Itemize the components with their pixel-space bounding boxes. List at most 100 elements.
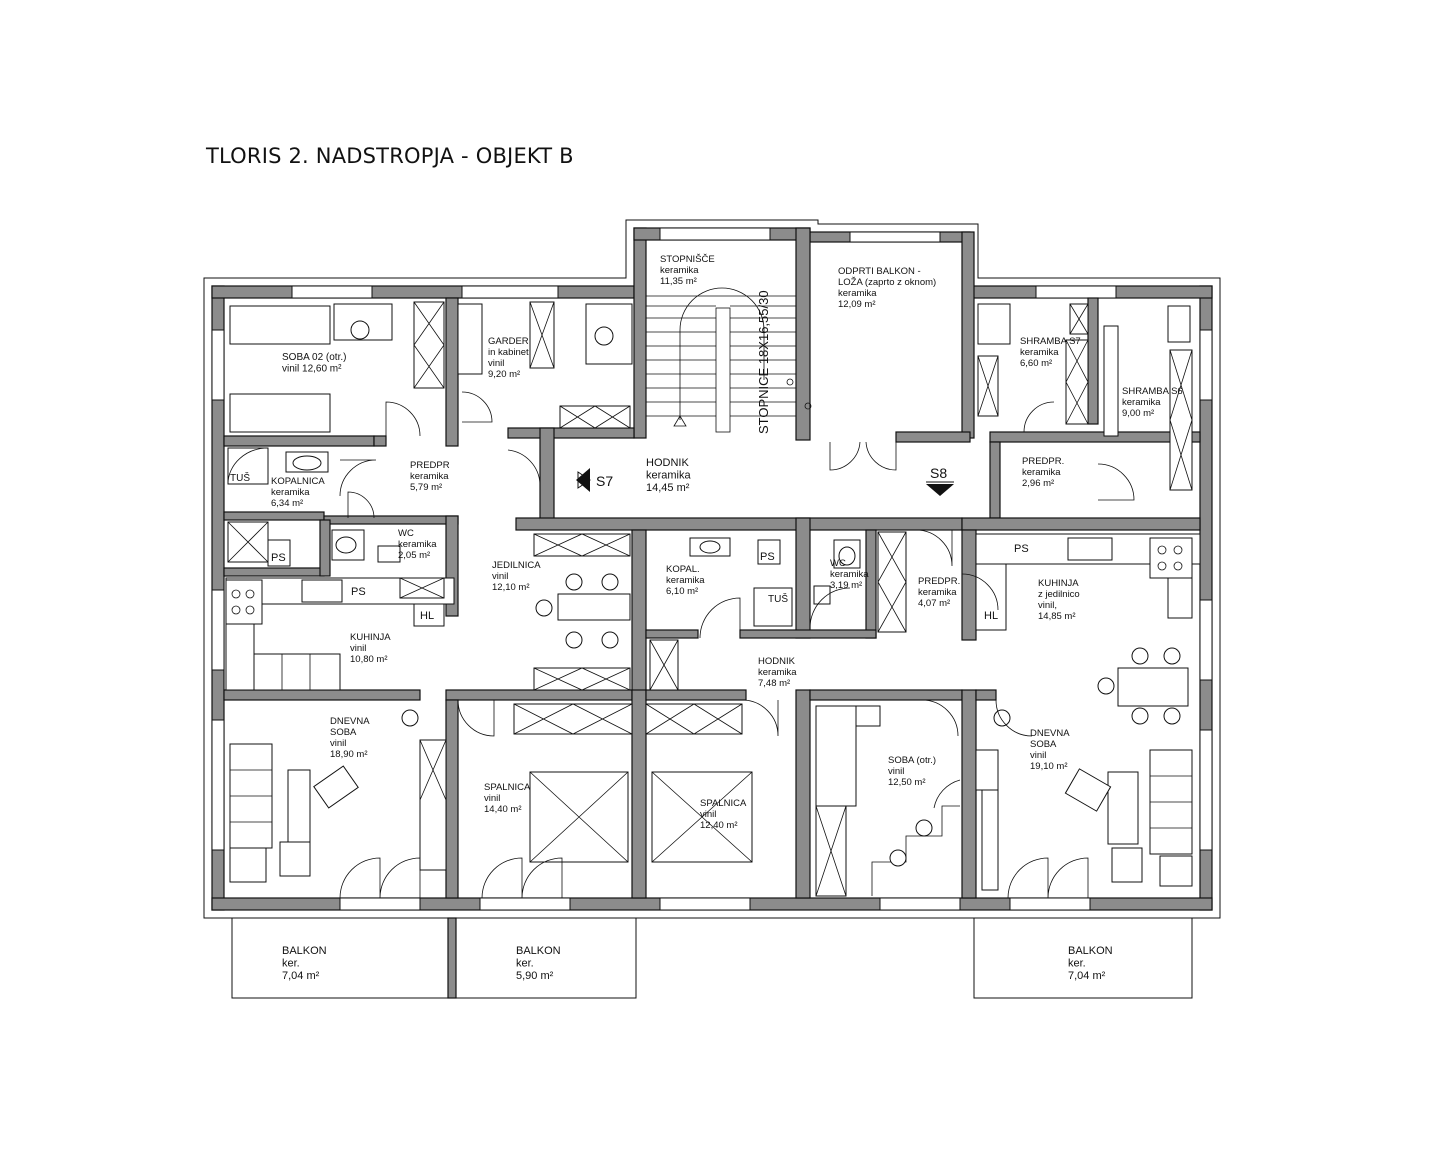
room-label-line: 6,34 m² [271, 498, 303, 509]
fixture-ps: PS [760, 551, 775, 563]
room-label-line: keramika [271, 487, 310, 498]
fixture-hl: HL [984, 610, 998, 622]
room-label-line: keramika [410, 471, 449, 482]
room-label-line: z jedilnico [1038, 589, 1080, 600]
room-label-line: 6,60 m² [1020, 358, 1052, 369]
fixture-tus: TUŠ [768, 592, 788, 605]
room-label-line: vinil, [1038, 600, 1057, 611]
room-label-line: keramika [398, 539, 437, 550]
room-label-line: vinil [492, 571, 508, 582]
room-label-line: vinil [484, 793, 500, 804]
room-label-line: SPALNICA [700, 798, 747, 809]
room-labels: SOBA 02 (otr.)vinil 12,60 m² GARDER.in k… [271, 254, 1183, 982]
room-label-line: keramika [646, 470, 692, 482]
room-label-line: PREDPR. [918, 576, 960, 587]
room-label-line: SOBA (otr.) [888, 755, 936, 766]
windows [211, 227, 1213, 911]
room-label-line: 14,85 m² [1038, 611, 1076, 622]
room-label-line: 2,96 m² [1022, 478, 1054, 489]
fixture-tus: TUŠ [230, 471, 250, 484]
interior-walls [223, 297, 1201, 899]
room-label-line: 12,09 m² [838, 299, 876, 310]
room-label-line: SHRAMBA S6 [1122, 386, 1183, 397]
fixture-hl: HL [420, 610, 434, 622]
room-label-line: 9,20 m² [488, 369, 520, 380]
room-label-line: WC [398, 528, 414, 539]
room-label-line: 5,90 m² [516, 970, 554, 982]
room-label-line: WC [830, 558, 846, 569]
staircase: STOPNICE 18X16,55/30 [646, 287, 812, 434]
room-label-line: ker. [1068, 958, 1086, 970]
room-label-line: HODNIK [646, 457, 689, 469]
room-label-line: 7,04 m² [1068, 970, 1106, 982]
room-label-line: KUHINJA [1038, 578, 1079, 589]
room-label-line: keramika [838, 288, 877, 299]
room-label-line: keramika [660, 265, 699, 276]
room-label-line: SPALNICA [484, 782, 531, 793]
room-label-line: keramika [1020, 347, 1059, 358]
room-label-line: 18,90 m² [330, 749, 368, 760]
room-label-line: 3,19 m² [830, 580, 862, 591]
room-label-line: 14,45 m² [646, 482, 690, 494]
room-label-line: ker. [282, 958, 300, 970]
room-label-line: SOBA [1030, 739, 1057, 750]
room-label-line: vinil [888, 766, 904, 777]
fixture-ps: PS [351, 586, 366, 598]
stair-note: STOPNICE 18X16,55/30 [756, 290, 771, 434]
room-label-line: 19,10 m² [1030, 761, 1068, 772]
room-label-line: 2,05 m² [398, 550, 430, 561]
room-label-line: 9,00 m² [1122, 408, 1154, 419]
room-label-line: KUHINJA [350, 632, 391, 643]
fixture-ps: PS [271, 552, 286, 564]
room-label-line: keramika [1122, 397, 1161, 408]
balconies [231, 917, 1193, 999]
room-label-line: PREDPR [410, 460, 450, 471]
room-label-line: PREDPR. [1022, 456, 1064, 467]
room-label-line: BALKON [516, 945, 561, 957]
room-label-line: 6,10 m² [666, 586, 698, 597]
room-label-line: 7,48 m² [758, 678, 790, 689]
room-label-line: vinil [330, 738, 346, 749]
room-label-line: LOŽA (zaprto z oknom) [838, 277, 936, 288]
room-label-line: BALKON [282, 945, 327, 957]
room-label-line: DNEVNA [1030, 728, 1070, 739]
room-label-line: SOBA [330, 727, 357, 738]
room-label: SOBA 02 (otr.)vinil 12,60 m² [282, 352, 346, 375]
room-label-line: keramika [918, 587, 957, 598]
room-label-line: 12,50 m² [888, 777, 926, 788]
room-label-line: KOPALNICA [271, 476, 325, 487]
room-label-line: STOPNIŠČE [660, 254, 715, 265]
room-label-line: 14,40 m² [484, 804, 522, 815]
room-label-line: 7,04 m² [282, 970, 320, 982]
room-label-line: vinil [1030, 750, 1046, 761]
room-label-line: HODNIK [758, 656, 796, 667]
room-label-line: ker. [516, 958, 534, 970]
room-label-line: SHRAMBA S7 [1020, 336, 1081, 347]
room-label-line: BALKON [1068, 945, 1113, 957]
section-mark-s7: S7 [596, 473, 613, 489]
section-markers: S7 S8 [576, 465, 954, 496]
fixture-ps: PS [1014, 543, 1029, 555]
room-label-line: 5,79 m² [410, 482, 442, 493]
room-label-line: 11,35 m² [660, 276, 697, 287]
room-label-line: GARDER. [488, 336, 531, 347]
room-label: ODPRTI BALKON -LOŽA (zaprto z oknom)kera… [838, 266, 936, 310]
room-label-line: DNEVNA [330, 716, 370, 727]
